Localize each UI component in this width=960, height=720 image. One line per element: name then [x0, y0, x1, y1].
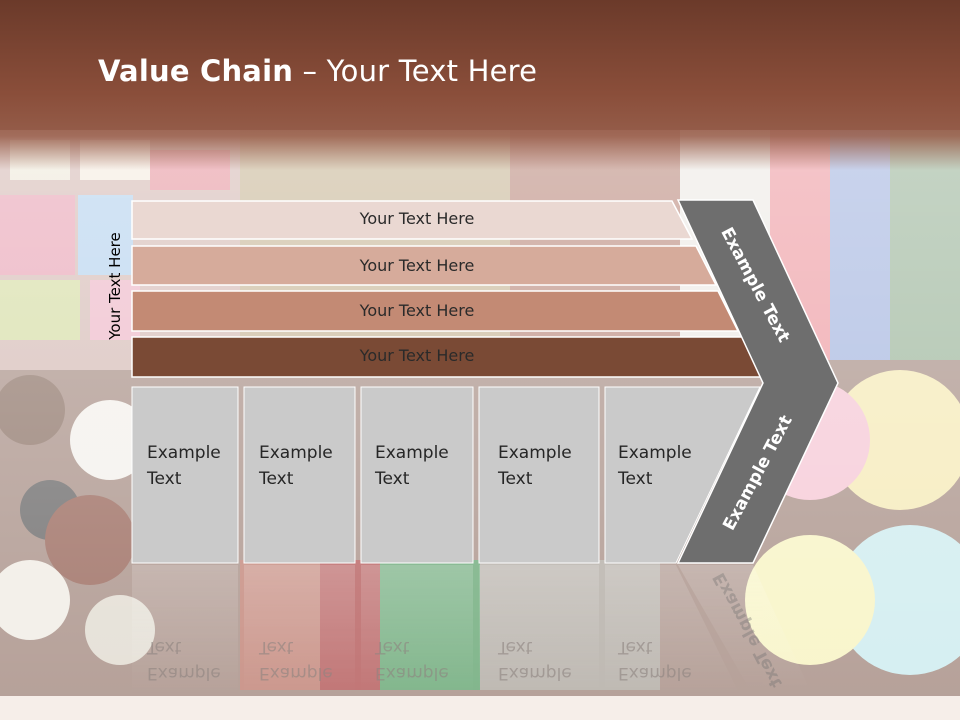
column-reflection-2-line1: Example	[259, 663, 333, 683]
column-text-2: Example Text	[259, 440, 359, 492]
diagram-reflection	[132, 565, 810, 695]
row-label-1: Your Text Here	[359, 209, 475, 228]
column-reflection-2: Example Text	[259, 634, 359, 686]
column-reflection-3-line2: Text	[375, 637, 410, 657]
column-text-5-line2: Text	[618, 469, 653, 489]
column-reflection-1-line2: Text	[147, 637, 182, 657]
column-text-2-line1: Example	[259, 443, 333, 463]
column-reflection-3-line1: Example	[375, 663, 449, 683]
column-text-1-line1: Example	[147, 443, 221, 463]
column-text-4-line2: Text	[498, 469, 533, 489]
slide-title-bold: Value Chain	[98, 54, 294, 88]
column-box-3	[360, 386, 474, 564]
column-text-2-line2: Text	[259, 469, 294, 489]
row-label-2: Your Text Here	[359, 256, 475, 275]
column-text-1-line2: Text	[147, 469, 182, 489]
column-reflection-5: Example Text	[618, 634, 718, 686]
column-text-3-line1: Example	[375, 443, 449, 463]
column-box-2	[243, 386, 356, 564]
column-text-5: Example Text	[618, 440, 718, 492]
column-text-3: Example Text	[375, 440, 475, 492]
column-reflection-1-line1: Example	[147, 663, 221, 683]
row-bar-3	[131, 290, 740, 332]
column-box-4	[478, 386, 600, 564]
column-text-5-line1: Example	[618, 443, 692, 463]
row-label-4: Your Text Here	[359, 346, 475, 365]
column-text-4-line1: Example	[498, 443, 572, 463]
column-text-1: Example Text	[147, 440, 247, 492]
column-reflection-4: Example Text	[498, 634, 598, 686]
column-text-3-line2: Text	[375, 469, 410, 489]
header-band	[0, 0, 960, 170]
row-bar-1	[131, 200, 694, 240]
column-reflection-1: Example Text	[147, 634, 247, 686]
column-reflection-5-line2: Text	[618, 637, 653, 657]
footer-band	[0, 696, 960, 720]
chevron-arrow	[676, 199, 839, 564]
slide-title-rest: – Your Text Here	[293, 54, 538, 88]
column-reflection-4-line2: Text	[498, 637, 533, 657]
column-box-5	[604, 386, 761, 564]
column-reflection-4-line1: Example	[498, 663, 572, 683]
column-text-4: Example Text	[498, 440, 598, 492]
column-reflection-5-line1: Example	[618, 663, 692, 683]
column-reflection-3: Example Text	[375, 634, 475, 686]
row-label-3: Your Text Here	[359, 301, 475, 320]
row-bar-2	[131, 245, 718, 286]
side-label: Your Text Here	[106, 232, 124, 340]
column-box-1	[131, 386, 239, 564]
column-reflection-2-line2: Text	[259, 637, 294, 657]
slide-title: Value Chain – Your Text Here	[98, 54, 537, 88]
